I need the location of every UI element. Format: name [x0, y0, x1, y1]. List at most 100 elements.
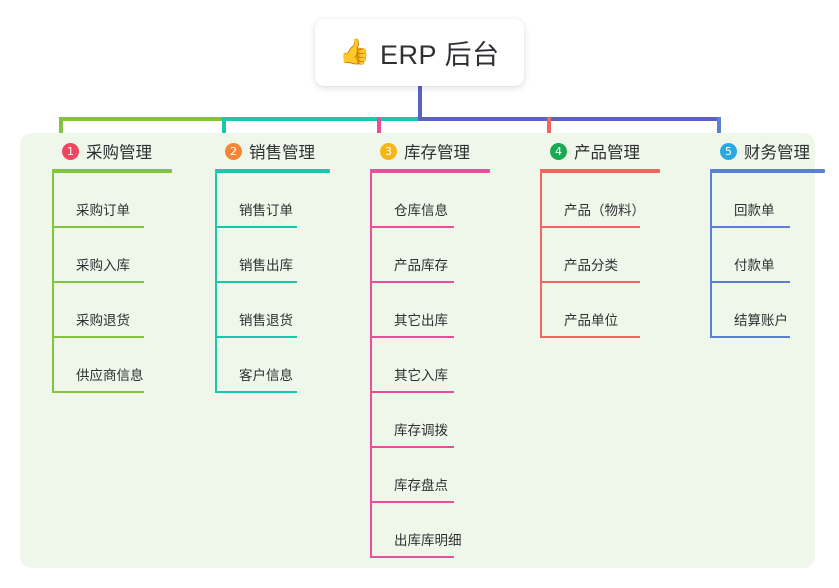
column-header-3[interactable]: 3 库存管理 [358, 133, 518, 169]
leaf-node[interactable]: 产品单位 [542, 283, 688, 338]
column-title: 库存管理 [404, 144, 470, 162]
leaf-label: 库存盘点 [394, 478, 448, 493]
leaf-rule [217, 391, 297, 393]
column-title: 销售管理 [249, 144, 315, 162]
leaf-node[interactable]: 采购订单 [54, 173, 200, 228]
leaf-label: 采购订单 [76, 203, 130, 218]
column-header-4[interactable]: 4 产品管理 [528, 133, 688, 169]
leaf-rule [217, 336, 297, 338]
content-panel [20, 133, 815, 568]
column-4: 4 产品管理产品（物料） 产品分类产品单位 [528, 133, 688, 338]
column-container: 1 采购管理采购订单采购入库采购退货供应商信息 2 销售管理销售订单销售出库销售退货客… [20, 133, 825, 568]
leaf-node[interactable]: 采购退货 [54, 283, 200, 338]
leaf-node[interactable]: 结算账户 [712, 283, 839, 338]
branch-spine [710, 173, 712, 338]
leaf-node[interactable]: 其它入库 [372, 338, 518, 393]
leaf-node[interactable]: 采购入库 [54, 228, 200, 283]
column-2: 2 销售管理销售订单销售出库销售退货客户信息 [203, 133, 363, 393]
leaf-rule [542, 281, 640, 283]
column-header-rule [540, 169, 660, 173]
column-badge-3: 3 [380, 142, 397, 160]
column-branch: 销售订单销售出库销售退货客户信息 [215, 173, 363, 393]
leaf-label: 出库库明细 [394, 533, 462, 548]
column-branch: 采购订单采购入库采购退货供应商信息 [52, 173, 200, 393]
leaf-rule [217, 226, 297, 228]
leaf-node[interactable]: 付款单 [712, 228, 839, 283]
column-title: 采购管理 [86, 144, 152, 162]
leaf-node[interactable]: 销售订单 [217, 173, 363, 228]
leaf-node[interactable]: 仓库信息 [372, 173, 518, 228]
root-node-card[interactable]: 👍 ERP 后台 [315, 19, 524, 86]
leaf-node[interactable]: 回款单 [712, 173, 839, 228]
column-title: 财务管理 [744, 144, 810, 162]
leaf-node[interactable]: 库存盘点 [372, 448, 518, 503]
leaf-rule [372, 446, 454, 448]
leaf-node[interactable]: 供应商信息 [54, 338, 200, 393]
column-branch: 回款单付款单结算账户 [710, 173, 839, 338]
leaf-rule [712, 226, 790, 228]
leaf-rule [372, 226, 454, 228]
column-5: 5 财务管理回款单付款单结算账户 [698, 133, 839, 338]
leaf-rule [712, 281, 790, 283]
leaf-rule [712, 336, 790, 338]
leaf-node[interactable]: 产品（物料） [542, 173, 688, 228]
leaf-label: 其它出库 [394, 313, 448, 328]
branch-spine [370, 173, 372, 558]
column-header-rule [370, 169, 490, 173]
leaf-label: 采购入库 [76, 258, 130, 273]
column-3: 3 库存管理仓库信息产品库存其它出库其它入库库存调拨库存盘点出库库明细 [358, 133, 518, 558]
leaf-label: 回款单 [734, 203, 775, 218]
column-title: 产品管理 [574, 144, 640, 162]
column-1: 1 采购管理采购订单采购入库采购退货供应商信息 [40, 133, 200, 393]
column-badge-4: 4 [550, 142, 567, 160]
leaf-node[interactable]: 产品库存 [372, 228, 518, 283]
leaf-rule [54, 226, 144, 228]
leaf-label: 采购退货 [76, 313, 130, 328]
branch-spine [215, 173, 217, 393]
column-badge-2: 2 [225, 142, 242, 160]
leaf-node[interactable]: 出库库明细 [372, 503, 518, 558]
leaf-label: 销售订单 [239, 203, 293, 218]
leaf-rule [54, 336, 144, 338]
leaf-node[interactable]: 库存调拨 [372, 393, 518, 448]
column-badge-1: 1 [62, 142, 79, 160]
leaf-label: 产品库存 [394, 258, 448, 273]
thumbs-up-icon: 👍 [339, 38, 372, 66]
leaf-rule [372, 336, 454, 338]
leaf-label: 仓库信息 [394, 203, 448, 218]
leaf-node[interactable]: 其它出库 [372, 283, 518, 338]
leaf-label: 其它入库 [394, 368, 448, 383]
leaf-node[interactable]: 销售退货 [217, 283, 363, 338]
leaf-rule [542, 226, 640, 228]
leaf-label: 产品（物料） [564, 203, 645, 218]
leaf-label: 结算账户 [734, 313, 788, 328]
column-header-rule [52, 169, 172, 173]
leaf-rule [372, 391, 454, 393]
leaf-label: 付款单 [734, 258, 775, 273]
column-header-5[interactable]: 5 财务管理 [698, 133, 839, 169]
column-branch: 仓库信息产品库存其它出库其它入库库存调拨库存盘点出库库明细 [370, 173, 518, 558]
branch-spine [540, 173, 542, 338]
leaf-label: 产品单位 [564, 313, 618, 328]
column-header-rule [710, 169, 825, 173]
column-header-2[interactable]: 2 销售管理 [203, 133, 363, 169]
leaf-rule [54, 391, 144, 393]
leaf-node[interactable]: 客户信息 [217, 338, 363, 393]
column-badge-5: 5 [720, 142, 737, 160]
leaf-rule [217, 281, 297, 283]
column-branch: 产品（物料） 产品分类产品单位 [540, 173, 688, 338]
column-header-rule [215, 169, 330, 173]
leaf-label: 库存调拨 [394, 423, 448, 438]
branch-spine [52, 173, 54, 393]
leaf-label: 销售退货 [239, 313, 293, 328]
root-node-title: 👍 ERP 后台 [339, 33, 499, 72]
leaf-rule [372, 556, 454, 558]
leaf-label: 客户信息 [239, 368, 293, 383]
leaf-label: 供应商信息 [76, 368, 144, 383]
leaf-rule [542, 336, 640, 338]
leaf-label: 产品分类 [564, 258, 618, 273]
leaf-node[interactable]: 销售出库 [217, 228, 363, 283]
leaf-node[interactable]: 产品分类 [542, 228, 688, 283]
column-header-1[interactable]: 1 采购管理 [40, 133, 200, 169]
